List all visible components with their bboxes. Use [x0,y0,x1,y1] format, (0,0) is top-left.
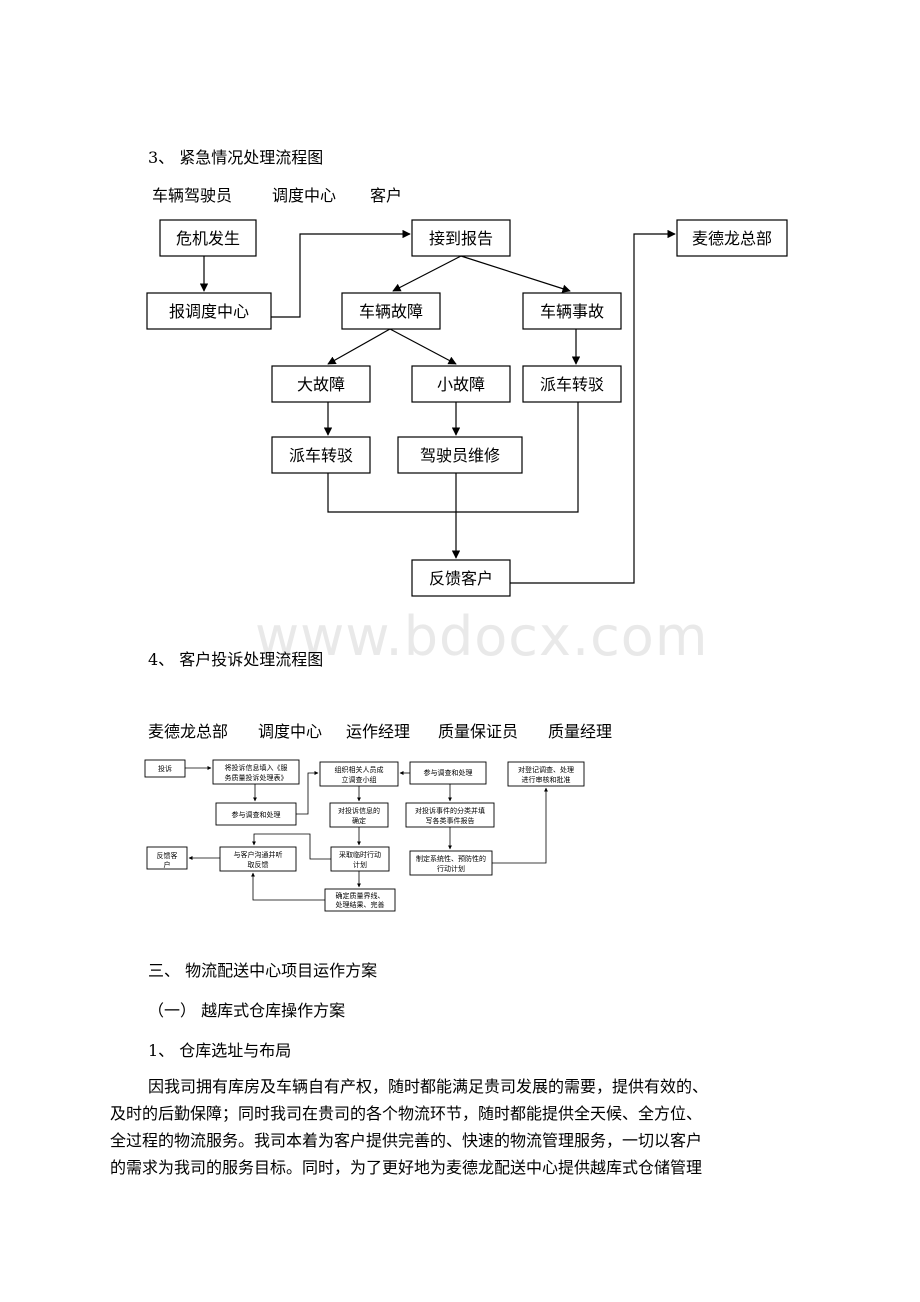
t-plan-2: 行动计划 [437,864,465,873]
watermark: www.bdocx.com [255,605,709,668]
t-organize-1: 组织相关人员成 [335,765,384,774]
label-dispatch-transfer-b: 派车转驳 [540,375,604,394]
node-crisis [159,219,257,257]
label-driver-repair: 驾驶员维修 [420,446,500,465]
label-report-dispatch: 报调度中心 [169,302,249,321]
t-confirm-1: 对投诉信息的 [338,806,380,815]
role-dispatch: 调度中心 [272,186,337,205]
section3-title: 3、 紧急情况处理流程图 [148,148,324,167]
label-mcd-hq: 麦德龙总部 [692,229,772,248]
node-feedback [146,846,188,870]
t-temp-action-2: 计划 [353,860,367,869]
node-feedback-customer [411,559,511,597]
section-three-sub2: 1、 仓库选址与布局 [148,1041,292,1060]
t-participate-a: 参与调查和处理 [232,810,281,819]
role4-qm: 质量经理 [548,722,613,741]
t-classify-2: 写各类事件报告 [426,816,475,825]
t-classify-1: 对投诉事件的分类并填 [415,806,485,815]
node-complaint [144,759,186,778]
t-complaint: 投诉 [158,764,172,773]
role4-ops: 运作经理 [346,722,411,741]
t-determine-1: 确定质量界线、 [336,891,385,900]
role4-dispatch: 调度中心 [258,722,323,741]
t-communicate-1: 与客户沟通并听 [234,850,283,859]
role-driver: 车辆驾驶员 [152,186,233,205]
node-vehicle-accident [522,292,622,330]
section-three-sub1: （一） 越库式仓库操作方案 [148,1001,346,1020]
label-dispatch-transfer-a: 派车转驳 [289,446,353,465]
role4-qa: 质量保证员 [438,722,519,741]
t-review-1: 对登记调查、处理 [518,765,574,774]
para-line-4: 的需求为我司的服务目标。同时，为了更好地为麦德龙配送中心提供越库式仓储管理 [110,1158,703,1177]
label-receive-report: 接到报告 [429,229,493,248]
label-minor-fault: 小故障 [437,375,485,394]
node-minor-fault [411,365,511,403]
t-fill-form-1: 将投诉信息填入《服 [225,763,288,772]
t-review-2: 进行审核和批准 [522,775,571,784]
node-review [507,761,585,787]
t-organize-2: 立调查小组 [342,775,377,784]
node-dispatch-transfer-a [271,436,371,474]
t-participate-b: 参与调查和处理 [424,768,473,777]
label-feedback-customer: 反馈客户 [429,569,493,588]
t-feedback-1: 反馈客 [157,851,178,860]
t-fill-form-2: 务质量投诉处理表》 [225,773,288,782]
label-crisis: 危机发生 [176,229,240,248]
label-vehicle-accident: 车辆事故 [540,302,604,321]
node-communicate [219,846,297,872]
node-major-fault [271,365,371,403]
t-plan-1: 制定系统性、预防性的 [416,854,486,863]
node-report-dispatch [146,292,272,330]
node-fill-form [212,759,300,785]
role4-hq: 麦德龙总部 [148,722,229,741]
t-confirm-2: 确定 [352,816,366,825]
node-dispatch-transfer-b [522,365,622,403]
t-communicate-2: 取反馈 [248,860,269,869]
para-line-2: 及时的后勤保障；同时我司在贵司的各个物流环节，随时都能提供全天候、全方位、 [110,1104,703,1123]
label-vehicle-fault: 车辆故障 [359,302,423,321]
t-temp-action-1: 采取临时行动 [339,850,381,859]
node-mcd-hq [676,219,788,257]
node-driver-repair [397,436,523,474]
label-major-fault: 大故障 [297,375,345,394]
section-three-heading: 三、 物流配送中心项目运作方案 [148,961,378,980]
t-feedback-2: 户 [164,860,171,869]
role-customer: 客户 [370,186,403,205]
para-line-3: 全过程的物流服务。我司本着为客户提供完善的、快速的物流管理服务，一切以客户 [110,1131,703,1150]
t-determine-2: 处理结果、完善 [336,900,385,909]
section4-title: 4、 客户投诉处理流程图 [148,650,324,669]
para-line-1: 因我司拥有库房及车辆自有产权，随时都能满足贵司发展的需要，提供有效的、 [148,1077,709,1096]
